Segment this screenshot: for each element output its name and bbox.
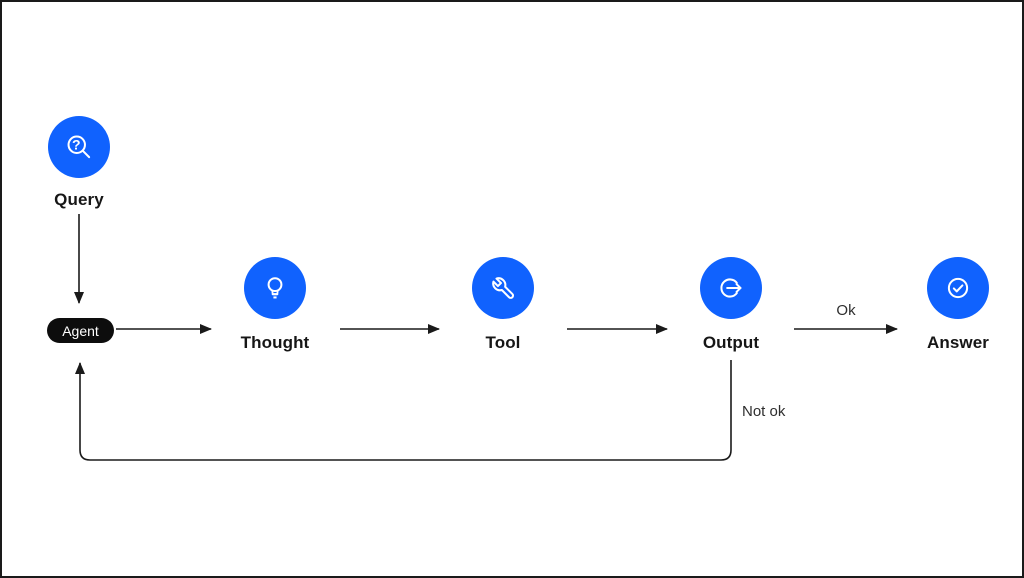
node-label-query: Query (54, 190, 104, 209)
check-circle-icon (947, 277, 969, 299)
node-label-tool: Tool (485, 333, 521, 352)
edge-output-agent-loop (75, 360, 732, 461)
wrench-icon (492, 277, 514, 299)
node-label-output: Output (702, 333, 760, 352)
node-tool (472, 257, 534, 319)
node-agent: Agent (47, 318, 114, 343)
node-query: ? (48, 116, 110, 178)
lightbulb-icon (267, 277, 283, 299)
node-output (700, 257, 762, 319)
edge-label-ok: Ok (836, 302, 856, 319)
node-answer (927, 257, 989, 319)
node-label-answer: Answer (926, 333, 989, 352)
node-label-thought: Thought (240, 333, 310, 352)
search-question-icon: ? (67, 135, 91, 159)
svg-text:?: ? (72, 136, 81, 152)
edge-label-not-ok: Not ok (742, 403, 786, 420)
export-arrow-icon (720, 278, 742, 298)
node-thought (244, 257, 306, 319)
